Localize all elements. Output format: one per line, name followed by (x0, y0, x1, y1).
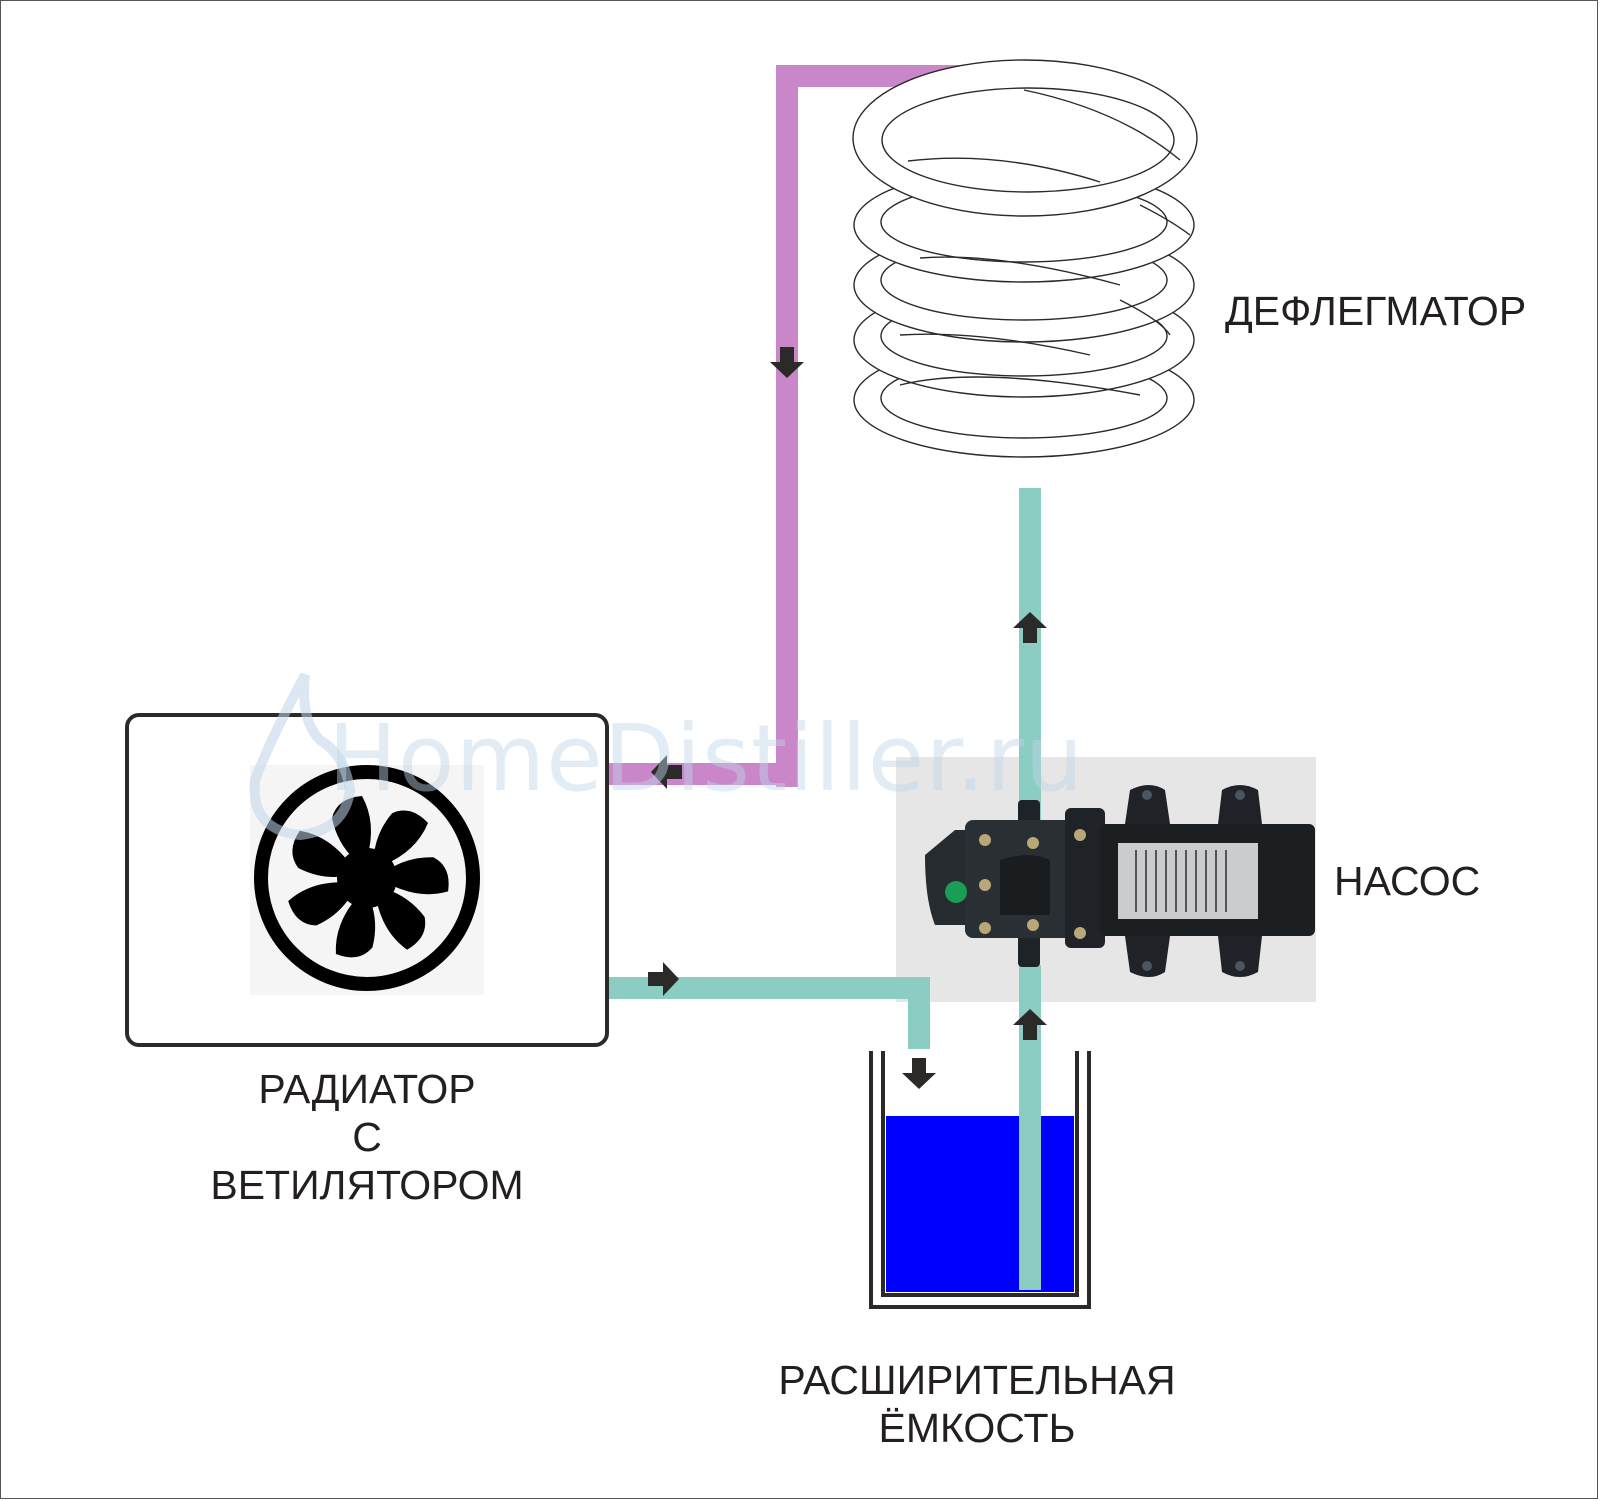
cold-line-into-tank (908, 977, 930, 1049)
radiator-label-line1: РАДИАТОР (258, 1066, 476, 1112)
cold-line-radiator-out (608, 977, 930, 999)
arrow-left-icon (651, 755, 682, 789)
arrow-up-icon (1013, 612, 1047, 643)
arrow-down-icon (770, 347, 804, 378)
pump-icon (925, 785, 1315, 977)
flow-arrows (648, 347, 1047, 1089)
radiator-label: РАДИАТОР С ВЕТИЛЯТОРОМ (157, 1065, 577, 1209)
tank-label: РАСШИРИТЕЛЬНАЯ ЁМКОСТЬ (727, 1356, 1227, 1452)
fan-blade (288, 882, 353, 926)
fan-blade (292, 830, 352, 877)
fan-blade (335, 896, 376, 958)
fan-blade (373, 810, 428, 866)
tank-icon (869, 1051, 1091, 1309)
coil-icon (852, 59, 1198, 458)
radiator-label-line3: ВЕТИЛЯТОРОМ (210, 1162, 524, 1208)
fan-blade (386, 857, 449, 895)
fan-icon (254, 765, 480, 991)
radiator-label-line2: С (352, 1114, 382, 1160)
dephlegmator-label: ДЕФЛЕГМАТОР (1225, 288, 1527, 334)
tank-water (886, 1116, 1074, 1292)
watermark-drop-icon (249, 672, 356, 841)
arrow-right-icon (648, 962, 679, 996)
cold-line-pump-to-coil (1019, 495, 1041, 820)
arrow-down-icon (902, 1058, 936, 1089)
coil-outlet (1019, 488, 1041, 498)
fan-blade (375, 889, 426, 950)
tank-intake-pipe (1019, 1100, 1041, 1290)
arrow-up-icon (1013, 1009, 1047, 1040)
hot-line-vertical-segment (776, 65, 798, 787)
tank-label-line1: РАСШИРИТЕЛЬНАЯ (778, 1357, 1176, 1403)
pump-label: НАСОС (1334, 858, 1481, 904)
tank-label-line2: ЁМКОСТЬ (878, 1405, 1076, 1451)
watermark-text: HomeDistiller.ru (328, 705, 1085, 812)
